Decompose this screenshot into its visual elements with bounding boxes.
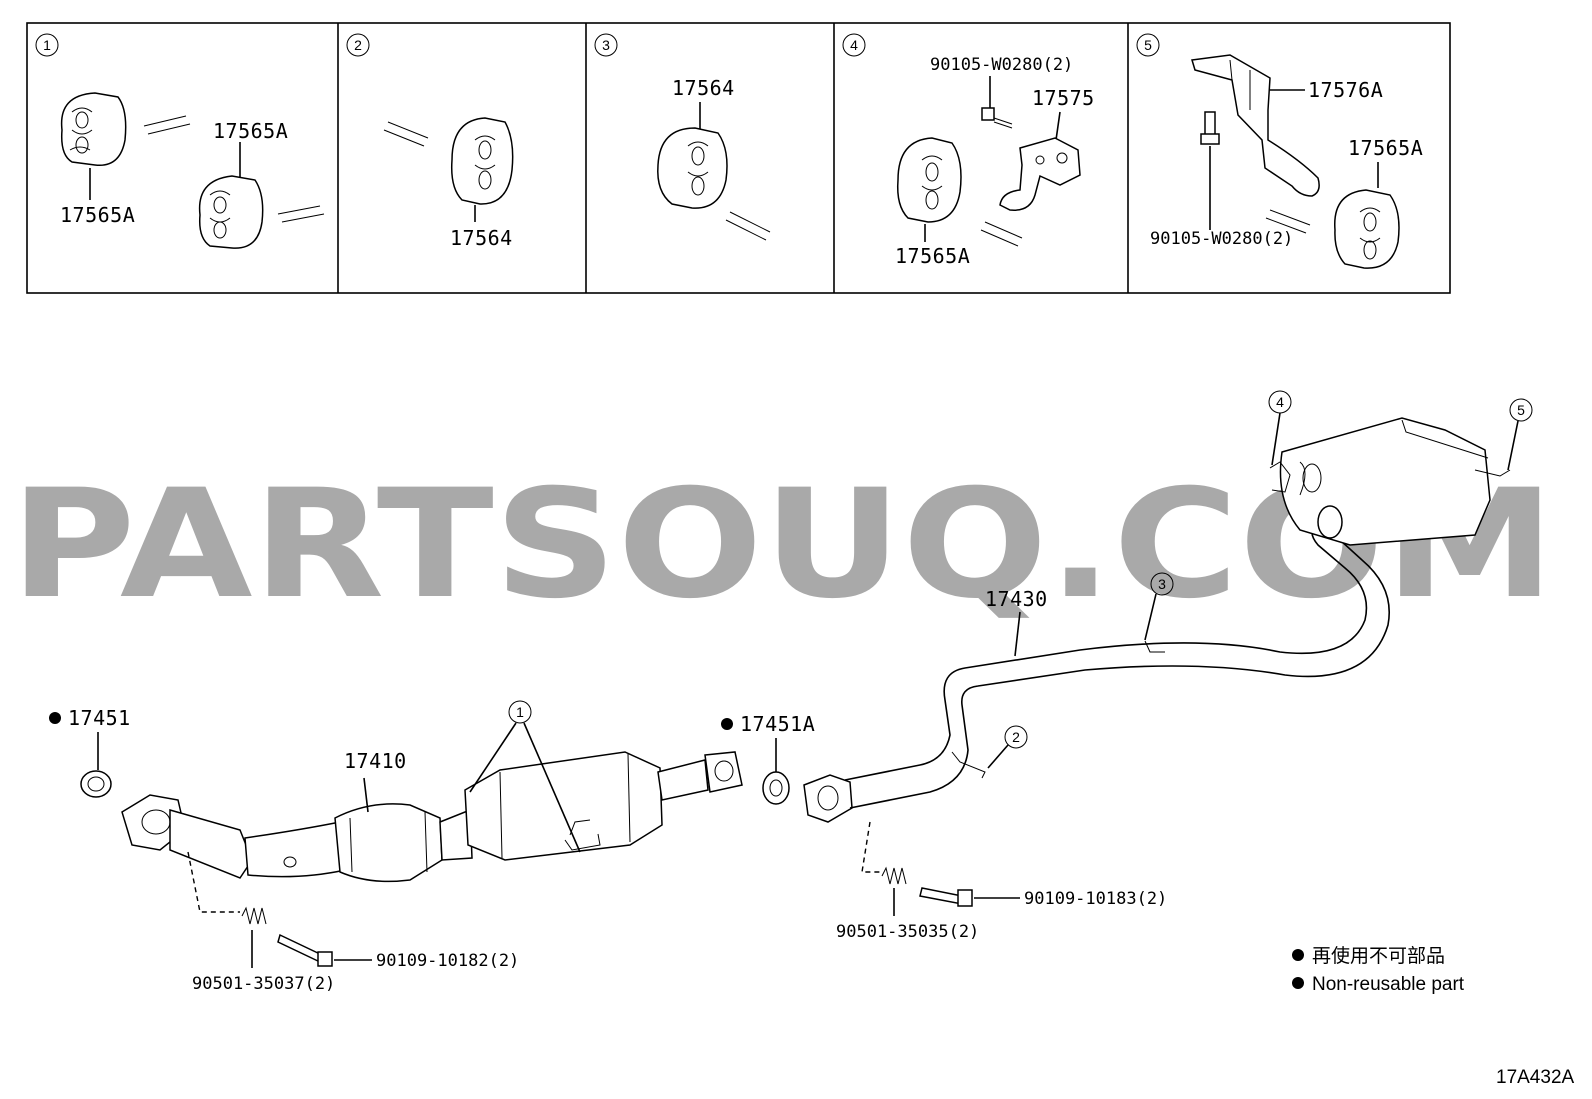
bracket-17575	[999, 137, 1081, 211]
label-17564-p3: 17564	[672, 76, 735, 100]
rubber-hanger-17565A-b	[198, 175, 264, 249]
panel-5-number: 5	[1144, 37, 1152, 53]
panel-5: 5 17576A 90105-W0280(2) 17565A	[1136, 33, 1423, 269]
label-90501-35035: 90501-35035(2)	[836, 922, 979, 942]
rubber-hanger-17564-p3	[657, 127, 728, 209]
bolt-90109-10182	[277, 933, 333, 967]
rubber-hanger-17565A-a	[60, 92, 127, 167]
label-17565A-p4: 17565A	[895, 244, 970, 268]
callout-5: 5	[1507, 398, 1533, 471]
label-17410: 17410	[344, 749, 407, 773]
front-fasteners: 90501-35037(2) 90109-10182(2)	[187, 851, 519, 994]
callout-4: 4	[1268, 390, 1292, 466]
label-17565A-p1a: 17565A	[60, 203, 135, 227]
legend-en: Non-reusable part	[1312, 974, 1465, 995]
panel-4: 4 90105-W0280(2) 17575 17565A	[842, 33, 1095, 268]
rubber-hanger-17565A-p5	[1334, 189, 1400, 269]
gasket-17451: 17451	[49, 706, 131, 798]
svg-text:1: 1	[516, 704, 524, 720]
label-17430: 17430	[985, 587, 1048, 611]
panel-1-number: 1	[43, 37, 51, 53]
non-reusable-marker	[49, 712, 61, 724]
legend-bullet-1	[1292, 949, 1304, 961]
legend-bullet-2	[1292, 977, 1304, 989]
svg-text:5: 5	[1517, 402, 1525, 418]
label-90105-W0280-p4: 90105-W0280(2)	[930, 55, 1073, 75]
svg-text:4: 4	[1276, 394, 1284, 410]
label-90109-10183: 90109-10183(2)	[1024, 889, 1167, 909]
label-17565A-p5: 17565A	[1348, 136, 1423, 160]
callout-2: 2	[987, 725, 1028, 769]
non-reusable-marker	[721, 718, 733, 730]
callout-1: 1	[469, 700, 581, 853]
panel-3-number: 3	[602, 37, 610, 53]
svg-text:3: 3	[1158, 576, 1166, 592]
bolt-p4	[981, 107, 1013, 129]
callout-3: 3	[1144, 572, 1174, 641]
label-90109-10182: 90109-10182(2)	[376, 951, 519, 971]
panel-2-number: 2	[354, 37, 362, 53]
label-17564-p2: 17564	[450, 226, 513, 250]
label-17451: 17451	[68, 706, 131, 730]
panel-1: 1 17565A 17565A	[35, 33, 325, 249]
svg-text:2: 2	[1012, 729, 1020, 745]
gasket-17451A: 17451A	[721, 712, 815, 805]
figure-code: 17A432A	[1496, 1067, 1575, 1088]
spring-90501-35037	[241, 906, 267, 925]
rear-fasteners: 90501-35035(2) 90109-10183(2)	[836, 821, 1167, 942]
front-pipe-17410: 17410	[121, 749, 743, 883]
label-17576A: 17576A	[1308, 78, 1383, 102]
panel-3: 3 17564	[594, 33, 771, 241]
label-17451A: 17451A	[740, 712, 815, 736]
bracket-17576A	[1191, 54, 1320, 197]
bolt-p5	[1200, 111, 1220, 145]
label-17565A-p1b: 17565A	[213, 119, 288, 143]
tail-pipe-17430: 17430	[803, 417, 1511, 823]
label-90105-W0280-p5: 90105-W0280(2)	[1150, 229, 1293, 249]
legend: 再使用不可部品 Non-reusable part	[1292, 945, 1465, 995]
spring-90501-35035	[881, 866, 907, 885]
detail-panels	[26, 22, 1451, 294]
rubber-hanger-17565A-p4	[896, 137, 962, 223]
panel-4-number: 4	[850, 37, 858, 53]
legend-jp: 再使用不可部品	[1312, 945, 1445, 967]
bolt-90109-10183	[919, 887, 973, 907]
panel-2: 2 17564	[346, 33, 514, 250]
label-90501-35037: 90501-35037(2)	[192, 974, 335, 994]
label-17575: 17575	[1032, 86, 1095, 110]
rubber-hanger-17564-p2	[450, 117, 514, 205]
